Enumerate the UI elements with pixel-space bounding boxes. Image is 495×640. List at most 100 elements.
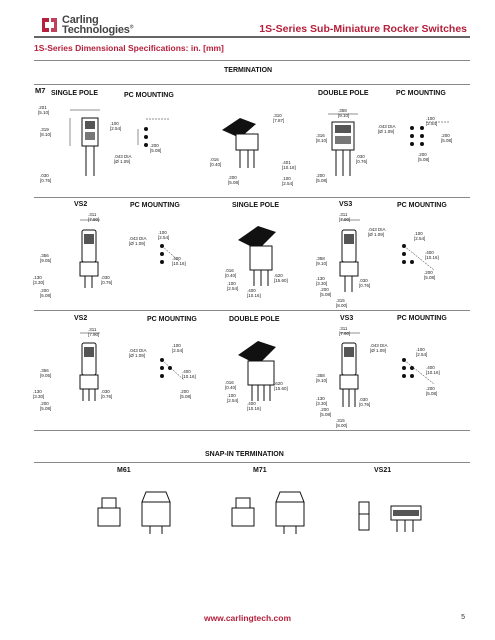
vs2d-dim-b: .043 DIA [Ø 1.09] [129, 348, 147, 358]
vs2s-dim-g: .130 [3.30] [33, 275, 45, 285]
m7-dim-c: .200 [5.08] [150, 143, 162, 153]
m7-dim-j: .358 [9.10] [338, 108, 350, 118]
vs2d-dim-h: .200 [5.08] [40, 401, 52, 411]
row3-left-code: VS2 [74, 315, 88, 322]
vs2s-dim-c: .100 [2.54] [158, 230, 170, 240]
m7-dim-l: .100 [2.54] [426, 116, 438, 126]
vs3-single-side-drawing [339, 219, 360, 292]
vs3s-dim-u: .030 [0.76] [359, 278, 371, 288]
m7-dim-f: .200 [5.08] [228, 175, 240, 185]
vs3s-dim-n: .043 DIA [Ø 1.09] [368, 227, 386, 237]
brand-name-line2-text: Technologies [62, 24, 130, 36]
snap-in-heading: SNAP-IN TERMINATION [205, 451, 284, 458]
footer-url-link[interactable]: www.carlingtech.com [203, 613, 292, 623]
section-rule-top [34, 60, 470, 61]
row3-right-mount: PC MOUNTING [397, 315, 447, 322]
dp-dim-l: .400 [10.16] [247, 401, 261, 411]
m7-double-pole-side-drawing [328, 113, 358, 176]
single-pole-isometric-drawing [238, 226, 276, 286]
row2-left-code: VS2 [74, 201, 88, 208]
vs3-double-pc-hole-pattern [402, 358, 435, 385]
vs3d-dim-r: .200 [5.08] [426, 386, 438, 396]
m7-dim-g: .310 [7.87] [273, 113, 285, 123]
vs3s-dim-p: .400 [10.16] [425, 250, 439, 260]
row2-left-mount: PC MOUNTING [130, 202, 180, 209]
page-number: 5 [461, 614, 465, 621]
row1-code: M7 [35, 86, 46, 95]
vs3d-dim-w: .315 [8.00] [336, 418, 348, 428]
row1-right-title: DOUBLE POLE [318, 90, 369, 97]
vs3s-dim-v: .315 [8.00] [336, 298, 348, 308]
vs2s-dim-h: .200 [5.08] [40, 288, 52, 298]
vs3-single-pc-hole-pattern [402, 244, 435, 271]
registered-mark: ® [129, 24, 134, 31]
row2-rule [34, 197, 470, 198]
page-subtitle: 1S-Series Dimensional Specifications: in… [34, 43, 224, 53]
dp-dim-j: .016 [0.40] [225, 380, 237, 390]
vs2d-dim-f: .030 [0.76] [101, 389, 113, 399]
vs3s-dim-r: .358 [9.10] [316, 256, 328, 266]
row2-mid-title: SINGLE POLE [232, 202, 280, 209]
vs3d-dim-t: .130 [3.30] [316, 396, 328, 406]
vs2d-dim-d: .400 [10.16] [182, 369, 196, 379]
row3-rule [34, 310, 470, 311]
vs2d-dim-g: .130 [3.30] [33, 389, 45, 399]
vs3s-dim-q: .200 [5.08] [424, 270, 436, 280]
sp-dim-l: .620 [15.60] [274, 273, 288, 283]
m7-dim-a: .201 [5.10] [38, 105, 50, 115]
sp-dim-k: .400 [10.16] [247, 288, 261, 298]
vs2s-dim-d: .400 [10.16] [172, 256, 186, 266]
m7-dim-r: .319 [8.10] [40, 127, 52, 137]
vs3s-dim-s: .130 [3.30] [316, 276, 328, 286]
m7-dim-m: .200 [5.08] [441, 133, 453, 143]
row3-mid-title: DOUBLE POLE [229, 316, 280, 323]
vs2d-dim-i: .200 [5.08] [180, 389, 192, 399]
vs2-double-pc-hole-pattern [160, 358, 185, 381]
vs2s-dim-b: .043 DIA [Ø 1.09] [129, 236, 147, 246]
vs3d-dim-p: .100 [2.54] [416, 347, 428, 357]
m7-dim-s: .200 [5.08] [418, 152, 430, 162]
row2-right-code: VS3 [339, 201, 353, 208]
vs2d-dim-c: .100 [2.54] [172, 343, 184, 353]
vs3s-dim-t: .200 [5.08] [320, 287, 332, 297]
vs3d-dim-s: .358 [9.10] [316, 373, 328, 383]
brand-name-line1: Carling [62, 14, 99, 26]
m7-switch-isometric-drawing [222, 118, 259, 168]
snap-label-m61: M61 [117, 467, 131, 474]
vs2s-dim-f: .030 [0.76] [101, 275, 113, 285]
vs2-single-pc-hole-pattern [160, 244, 181, 264]
vs3d-dim-v: .030 [0.76] [359, 397, 371, 407]
m7-dim-h: .401 [10.18] [282, 160, 296, 170]
vs3s-dim-m: .311 [7.90] [339, 212, 351, 222]
double-pole-isometric-drawing [238, 341, 276, 401]
snap-rule [34, 462, 470, 463]
row2-right-mount: PC MOUNTING [397, 202, 447, 209]
row1-left-title: SINGLE POLE [51, 90, 99, 97]
vs3d-dim-u: .200 [5.08] [320, 407, 332, 417]
m7-dim-b: .100 [2.54] [110, 121, 122, 131]
m7-dim-i: .100 [2.54] [282, 176, 294, 186]
vs2-single-side-drawing [79, 219, 100, 288]
row3-left-mount: PC MOUNTING [147, 316, 197, 323]
dp-dim-m: .620 [15.60] [274, 381, 288, 391]
sp-dim-j: .100 [2.54] [227, 281, 239, 291]
brand-name-line2: Technologies® [62, 24, 133, 36]
sp-dim-i: .016 [0.40] [225, 268, 237, 278]
m7-dim-p: .200 [5.08] [316, 173, 328, 183]
vs2s-dim-e: .356 [9.05] [40, 253, 52, 263]
m7-single-pc-hole-pattern [137, 118, 170, 147]
vs3d-dim-n: .311 [7.90] [339, 326, 351, 336]
m7-double-pc-hole-pattern [410, 121, 450, 146]
m71-snap-in-drawing [231, 491, 305, 534]
m7-dim-n: .316 [8.10] [316, 133, 328, 143]
header-rule [34, 36, 470, 38]
series-title: 1S-Series Sub-Miniature Rocker Switches [259, 23, 467, 35]
carling-logo-mark-icon [42, 18, 57, 32]
row3-right-code: VS3 [340, 315, 354, 322]
vs2d-dim-e: .356 [9.05] [40, 368, 52, 378]
snap-label-m71: M71 [253, 467, 267, 474]
m7-dim-q: .030 [0.76] [40, 173, 52, 183]
snap-label-vs21: VS21 [374, 467, 392, 474]
vs3s-dim-o: .100 [2.54] [414, 231, 426, 241]
m7-dim-k: .043 DIA [Ø 1.09] [378, 124, 396, 134]
